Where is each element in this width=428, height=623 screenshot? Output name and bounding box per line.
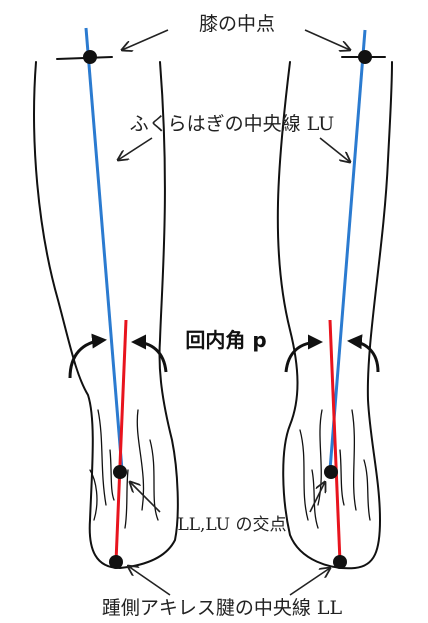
- knee-midpoint-label: 膝の中点: [199, 13, 275, 35]
- right-intersection-dot: [324, 465, 338, 479]
- left-heel-detail-1: [98, 410, 106, 505]
- right-calf-centerline-lu: [330, 30, 365, 470]
- achilles-label-arrow-left: [128, 566, 170, 595]
- intersection-label-arrow-left: [130, 482, 160, 512]
- pronation-angle-label: 回内角 p: [185, 328, 266, 352]
- right-angle-arc-inner: [350, 341, 378, 372]
- right-heel-detail-5: [364, 460, 370, 520]
- intersection-label-arrow-right: [310, 482, 325, 512]
- right-heel-detail-3: [352, 410, 356, 510]
- right-leg-outline-outer: [278, 62, 392, 568]
- left-heel-detail-4: [110, 450, 114, 500]
- intersection-label: LL,LU の交点: [177, 515, 286, 535]
- right-knee-midpoint-dot: [358, 50, 372, 64]
- right-heel-detail-4: [340, 450, 344, 505]
- left-intersection-dot: [113, 465, 127, 479]
- right-angle-arc-outer: [286, 342, 320, 372]
- calf-label-arrow-left: [118, 138, 152, 160]
- left-leg-outline-outer: [34, 62, 178, 568]
- knee-label-arrow-right: [305, 30, 350, 50]
- left-angle-arc-inner: [134, 342, 166, 372]
- knee-label-arrow-left: [122, 30, 168, 50]
- calf-label-arrow-right: [320, 138, 350, 162]
- left-heel-detail-6: [125, 470, 128, 528]
- heel-achilles-centerline-label: 踵側アキレス腱の中央線 LL: [102, 597, 343, 619]
- right-heel-dot: [333, 555, 347, 569]
- left-calf-centerline-lu: [86, 28, 122, 470]
- right-heel-detail-1: [300, 430, 308, 520]
- achilles-label-arrow-right: [290, 568, 330, 595]
- calf-centerline-label: ふくらはぎの中央線 LU: [130, 113, 335, 135]
- left-angle-arc-outer: [70, 340, 104, 378]
- left-knee-midpoint-dot: [83, 50, 97, 64]
- left-achilles-centerline-ll: [116, 320, 126, 562]
- left-heel-dot: [109, 555, 123, 569]
